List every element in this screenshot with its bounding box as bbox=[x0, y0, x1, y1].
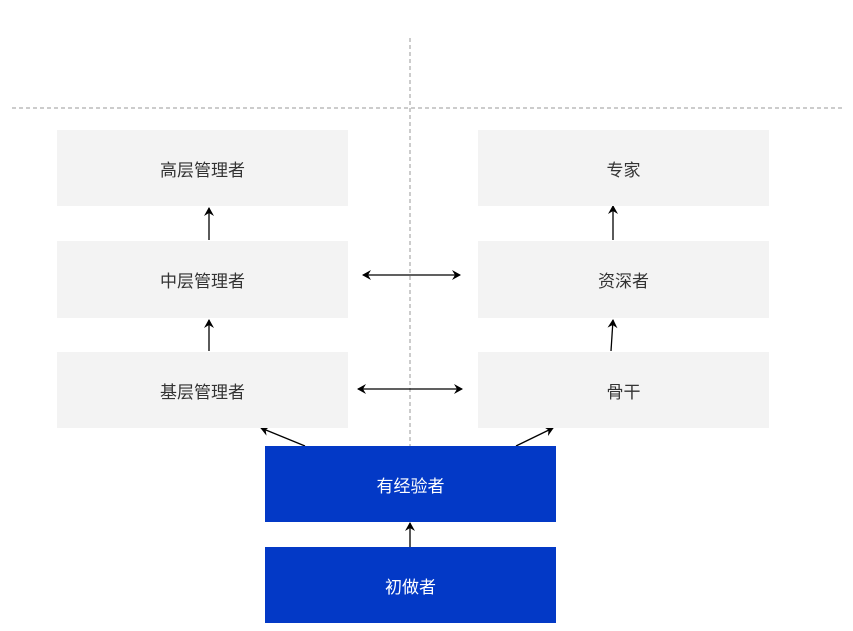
node-middle-manager: 中层管理者 bbox=[57, 241, 348, 318]
node-label: 资深者 bbox=[598, 272, 649, 292]
node-backbone: 骨干 bbox=[478, 352, 769, 428]
node-beginner: 初做者 bbox=[265, 547, 556, 623]
node-label: 初做者 bbox=[385, 577, 436, 598]
node-senior-staff: 资深者 bbox=[478, 241, 769, 318]
node-experienced: 有经验者 bbox=[265, 446, 556, 522]
node-label: 基层管理者 bbox=[160, 382, 245, 403]
node-label: 中层管理者 bbox=[160, 272, 245, 292]
node-label: 高层管理者 bbox=[160, 160, 245, 181]
node-label: 专家 bbox=[606, 160, 641, 181]
node-junior-manager: 基层管理者 bbox=[57, 352, 348, 428]
node-senior-manager: 高层管理者 bbox=[57, 130, 348, 206]
arrow-experienced-to-junior bbox=[260, 426, 306, 447]
node-expert: 专家 bbox=[478, 130, 769, 206]
arrow-experienced-to-backbone bbox=[515, 427, 554, 447]
arrow-backbone-to-senior-staff bbox=[607, 319, 618, 352]
node-label: 骨干 bbox=[606, 382, 641, 403]
node-label: 有经验者 bbox=[376, 476, 445, 497]
